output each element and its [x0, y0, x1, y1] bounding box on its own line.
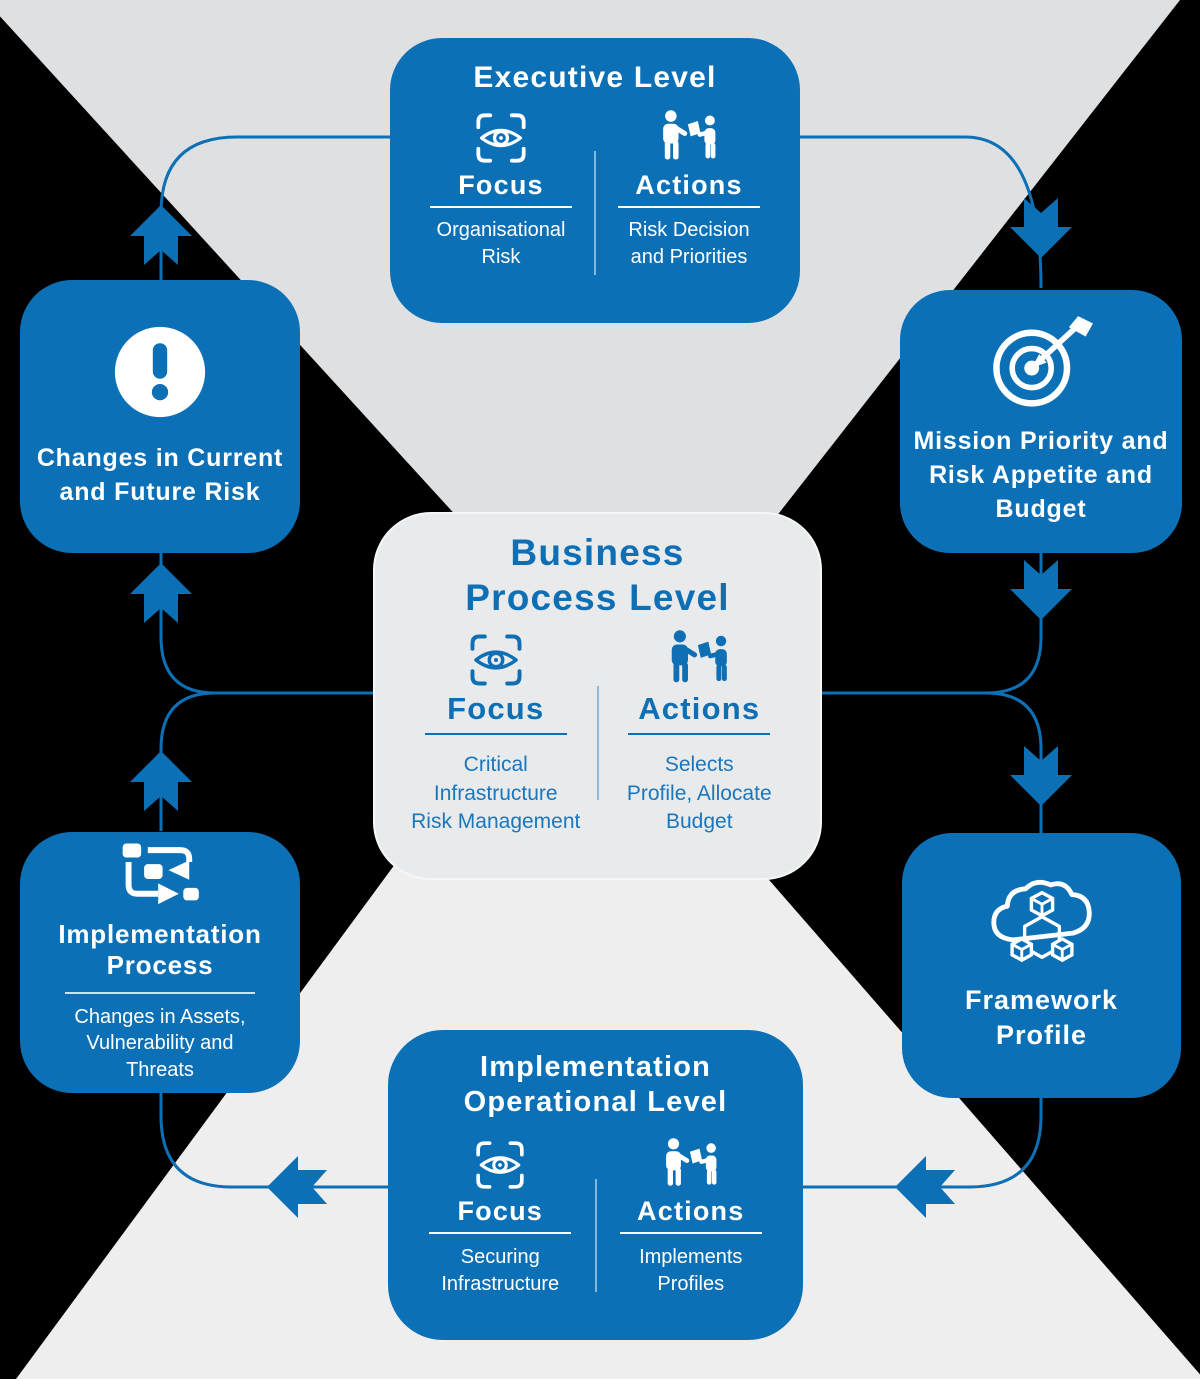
- operational-actions-column: Actions Implements Profiles: [597, 1133, 786, 1324]
- implementation-process-box: Implementation Process Changes in Assets…: [20, 832, 300, 1093]
- executive-actions-column: Actions Risk Decision and Priorities: [596, 103, 782, 309]
- changes-risk-title: Changes in Current and Future Risk: [36, 443, 284, 506]
- focus-label: Focus: [447, 691, 545, 727]
- focus-icon: [474, 1139, 526, 1191]
- actions-icon: [664, 630, 734, 688]
- flow-arrow-up: [130, 751, 192, 811]
- column-divider: [596, 686, 599, 800]
- mission-priority-title: Mission Priority and Risk Appetite and B…: [913, 427, 1169, 523]
- flow-arrow-down: [1010, 746, 1072, 806]
- operational-actions-text: Implements Profiles: [639, 1246, 743, 1296]
- executive-focus-column: Focus Organisational Risk: [408, 103, 594, 309]
- connector-executive-to-changes: [159, 135, 392, 281]
- focus-label: Focus: [457, 1195, 543, 1226]
- operational-level-box: Implementation Operational Level Focus S…: [388, 1030, 803, 1340]
- focus-underline: [430, 206, 572, 209]
- business-actions-column: Actions Selects Profile, Allocate Budget: [599, 628, 801, 864]
- target-icon: [989, 316, 1093, 409]
- operational-focus-column: Focus Securing Infrastructure: [406, 1133, 595, 1324]
- business-process-box: Business Process Level Focus Critical In…: [373, 512, 822, 880]
- focus-label: Focus: [458, 169, 544, 200]
- business-focus-text: Critical Infrastructure Risk Management: [411, 753, 581, 834]
- column-divider: [594, 1178, 597, 1292]
- executive-focus-text: Organisational Risk: [436, 219, 566, 269]
- focus-underline: [424, 733, 567, 736]
- actions-underline: [628, 733, 771, 736]
- framework-profile-box: Framework Profile: [902, 833, 1181, 1098]
- connector-business-to-changes: [159, 552, 374, 695]
- title-divider: [65, 991, 255, 994]
- flow-arrow-left: [895, 1156, 955, 1218]
- mission-priority-box: Mission Priority and Risk Appetite and B…: [900, 290, 1182, 553]
- flow-arrow-left: [267, 1156, 327, 1218]
- focus-icon: [474, 111, 528, 165]
- changes-risk-box: Changes in Current and Future Risk: [20, 280, 300, 553]
- connector-framework-to-operational: [803, 1096, 1043, 1189]
- flow-arrow-up: [130, 563, 192, 623]
- flow-arrow-down: [1010, 198, 1072, 258]
- flow-arrow-up: [130, 205, 192, 265]
- implementation-process-text: Changes in Assets, Vulnerability and Thr…: [74, 1005, 246, 1081]
- executive-actions-text: Risk Decision and Priorities: [628, 219, 750, 269]
- actions-label: Actions: [637, 1195, 745, 1226]
- actions-icon: [659, 1138, 723, 1191]
- actions-label: Actions: [638, 691, 761, 727]
- connector-implprocess-to-business: [159, 691, 216, 831]
- executive-level-box: Executive Level Focus Organisational Ris…: [390, 38, 800, 323]
- actions-underline: [619, 1232, 762, 1235]
- column-divider: [594, 150, 596, 275]
- connector-operational-to-implprocess: [159, 1091, 390, 1189]
- connector-mission-to-business: [820, 553, 1043, 695]
- business-focus-column: Focus Critical Infrastructure Risk Manag…: [395, 628, 597, 864]
- implementation-process-title: Implementation Process: [58, 918, 262, 981]
- focus-icon: [468, 632, 524, 688]
- cloud-cubes-icon: [988, 878, 1096, 969]
- framework-profile-title: Framework Profile: [964, 984, 1119, 1050]
- actions-icon: [656, 110, 722, 165]
- operational-focus-text: Securing Infrastructure: [441, 1246, 560, 1296]
- business-process-title: Business Process Level: [465, 532, 730, 619]
- focus-underline: [429, 1232, 572, 1235]
- process-icon: [118, 842, 202, 909]
- executive-level-title: Executive Level: [473, 61, 717, 94]
- actions-underline: [618, 206, 760, 209]
- top-triangle: [0, 0, 1180, 705]
- actions-label: Actions: [635, 169, 743, 200]
- operational-level-title: Implementation Operational Level: [463, 1051, 728, 1119]
- alert-icon: [112, 324, 208, 420]
- business-actions-text: Selects Profile, Allocate Budget: [626, 753, 772, 834]
- flow-arrow-down: [1010, 560, 1072, 620]
- connector-business-to-framework: [985, 691, 1043, 834]
